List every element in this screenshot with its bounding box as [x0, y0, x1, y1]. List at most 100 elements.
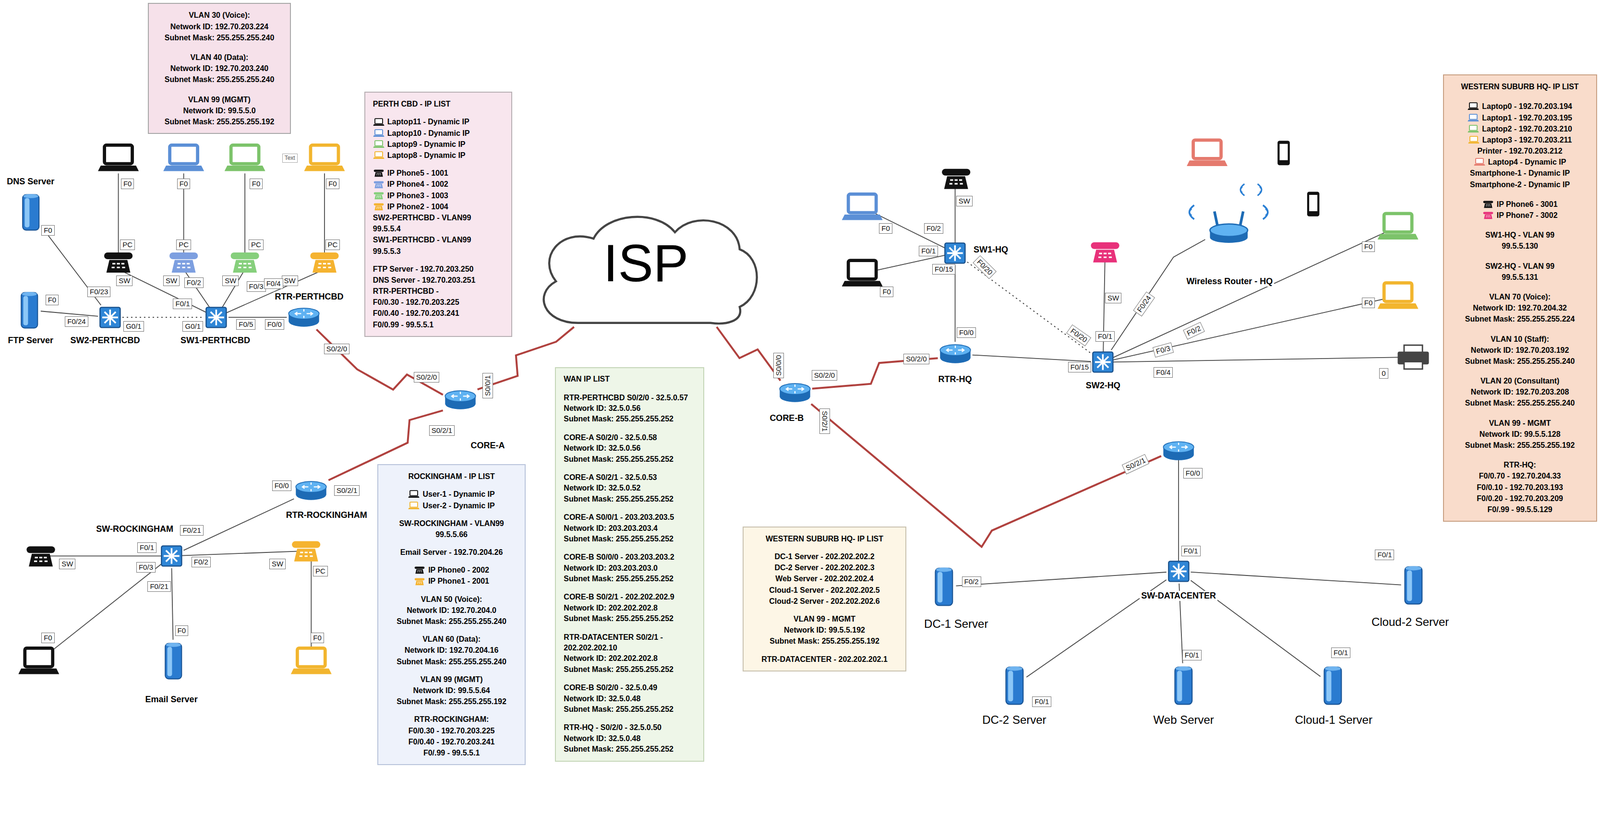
- port-label: PC: [120, 239, 135, 251]
- laptop-screen: [1469, 136, 1478, 142]
- laptop-base: [842, 214, 883, 221]
- network-link: [967, 262, 1091, 354]
- port-tag: F0: [310, 632, 325, 644]
- laptop-base: [290, 668, 332, 675]
- info-row: WESTERN SUBURB HQ- IP LIST: [1451, 81, 1589, 93]
- port-label: F0: [249, 178, 264, 190]
- server-body: [1005, 667, 1023, 705]
- serial-link: [716, 326, 781, 381]
- port-label: F0/0: [956, 327, 976, 338]
- switch-body: [945, 242, 966, 264]
- device-label: Cloud-1 Server: [1293, 713, 1374, 728]
- port-label: F0: [325, 178, 340, 190]
- port-label: F0: [41, 225, 55, 236]
- info-panel: WESTERN SUBURB HQ- IP LIST Laptop0 - 192.…: [1443, 74, 1598, 522]
- port-tag: S0/2/1: [1121, 454, 1150, 475]
- info-row: SW2-HQ - VLAN 99: [1451, 260, 1589, 272]
- laptop-base: [1473, 164, 1485, 166]
- phone-handset: [169, 252, 198, 260]
- info-row: Laptop3 - 192.70.203.211: [1451, 134, 1589, 146]
- phone-icon: [1482, 211, 1494, 220]
- info-row: RTR-PERTHCBD -: [372, 285, 504, 297]
- port-label: S0/2/1: [334, 485, 360, 496]
- device-label: FTP Server: [6, 335, 55, 347]
- serial-link: [812, 358, 939, 389]
- port-label: S0/2/0: [413, 372, 440, 383]
- info-row: 99.5.5.66: [385, 529, 517, 541]
- switch-icon: [943, 241, 967, 265]
- info-line: F0/0.40 - 192.70.203.241: [408, 736, 495, 748]
- port-label: SW: [116, 275, 133, 287]
- ethernet-cable: [171, 551, 307, 557]
- info-line: Laptop0 - 192.70.203.194: [1481, 100, 1573, 112]
- laptop-icon: [842, 193, 883, 220]
- phone-body: [374, 194, 383, 200]
- port-tag: F0/1: [1331, 647, 1351, 659]
- info-row: Printer - 192.70.203.212: [1451, 145, 1589, 157]
- switch-hub: [214, 314, 219, 320]
- port-tag: F0/3: [136, 562, 157, 573]
- printer-tray: [1404, 361, 1423, 370]
- info-row: Network ID: 203.203.203.0: [563, 563, 696, 574]
- phone-keys: [949, 180, 963, 184]
- info-row: Cloud-2 Server - 202.202.202.6: [751, 595, 898, 607]
- server-body: [1404, 566, 1422, 604]
- phone-body: [1483, 214, 1492, 219]
- port-label: S0/2/1: [1121, 454, 1150, 475]
- port-label: S0/0/0: [773, 352, 784, 379]
- wifil-icon: [1189, 205, 1195, 220]
- router-body: [288, 313, 320, 327]
- device-label: RTR-PERTHCBD: [273, 291, 346, 303]
- info-row: RTR-HQ:: [1451, 459, 1589, 471]
- switch-body: [100, 307, 121, 328]
- device-node: Cloud-1 Server: [1321, 664, 1345, 708]
- switch-hub: [1100, 360, 1106, 365]
- server-shine: [1007, 670, 1013, 702]
- info-line: Network ID: 32.5.0.48: [563, 733, 641, 745]
- phone-keys: [417, 581, 422, 584]
- ethernet-cable: [1103, 357, 1414, 363]
- info-line: Network ID: 99.5.5.128: [1479, 428, 1561, 440]
- phone-keys: [417, 570, 422, 573]
- info-row: Laptop10 - Dynamic IP: [372, 127, 504, 139]
- port-tag: F0/4: [264, 278, 284, 289]
- port-label: F0/20: [1066, 324, 1092, 347]
- phone-keys: [177, 263, 191, 268]
- ethernet-cable: [244, 173, 246, 253]
- info-line: Subnet Mask: 255.255.255.240: [1465, 397, 1576, 409]
- server-icon: [1402, 564, 1425, 607]
- info-panel: VLAN 30 (Voice):Network ID: 192.70.203.2…: [147, 2, 291, 134]
- info-row: Network ID: 99.5.5.64: [385, 685, 517, 697]
- port-tag: F0: [45, 294, 60, 306]
- port-label: PC: [176, 239, 192, 251]
- port-tag: S0/2/1: [819, 408, 831, 435]
- device-label: DNS Server: [5, 176, 56, 188]
- switch-star: [1094, 354, 1111, 371]
- info-line: Web Server - 202.202.202.4: [775, 573, 874, 585]
- port-tag: F0/1: [1182, 649, 1203, 661]
- info-line: Subnet Mask: 255.255.255.252: [563, 573, 674, 585]
- port-tag: F0: [1361, 241, 1376, 253]
- phone-handset: [310, 252, 339, 260]
- server-top: [1324, 666, 1341, 671]
- phone-body: [374, 183, 383, 188]
- info-row: Subnet Mask: 255.255.255.240: [1451, 397, 1589, 409]
- serial-link: [328, 410, 443, 481]
- info-line: Network ID: 32.5.0.56: [563, 403, 641, 414]
- info-row: F0/0.10 - 192.70.203.193: [1451, 481, 1589, 494]
- port-tag: S0/2/1: [429, 425, 456, 436]
- phone-icon: [230, 252, 260, 273]
- phone-keys: [34, 557, 48, 562]
- info-line: Network ID: 192.70.204.0: [406, 604, 497, 616]
- smartphone-icon: [1307, 192, 1320, 217]
- info-row: Network ID: 202.202.202.8: [563, 602, 696, 614]
- network-link: [1111, 239, 1206, 350]
- info-row: VLAN 99 - MGMT: [1451, 417, 1589, 429]
- network-link: [122, 316, 205, 318]
- router-top: [296, 481, 327, 493]
- laptop-icon: [372, 151, 385, 160]
- info-row: VLAN 50 (Voice):: [385, 593, 517, 605]
- port-label: F0/1: [918, 245, 939, 257]
- laptop-screen: [1193, 140, 1222, 159]
- laptop-screen: [230, 144, 259, 164]
